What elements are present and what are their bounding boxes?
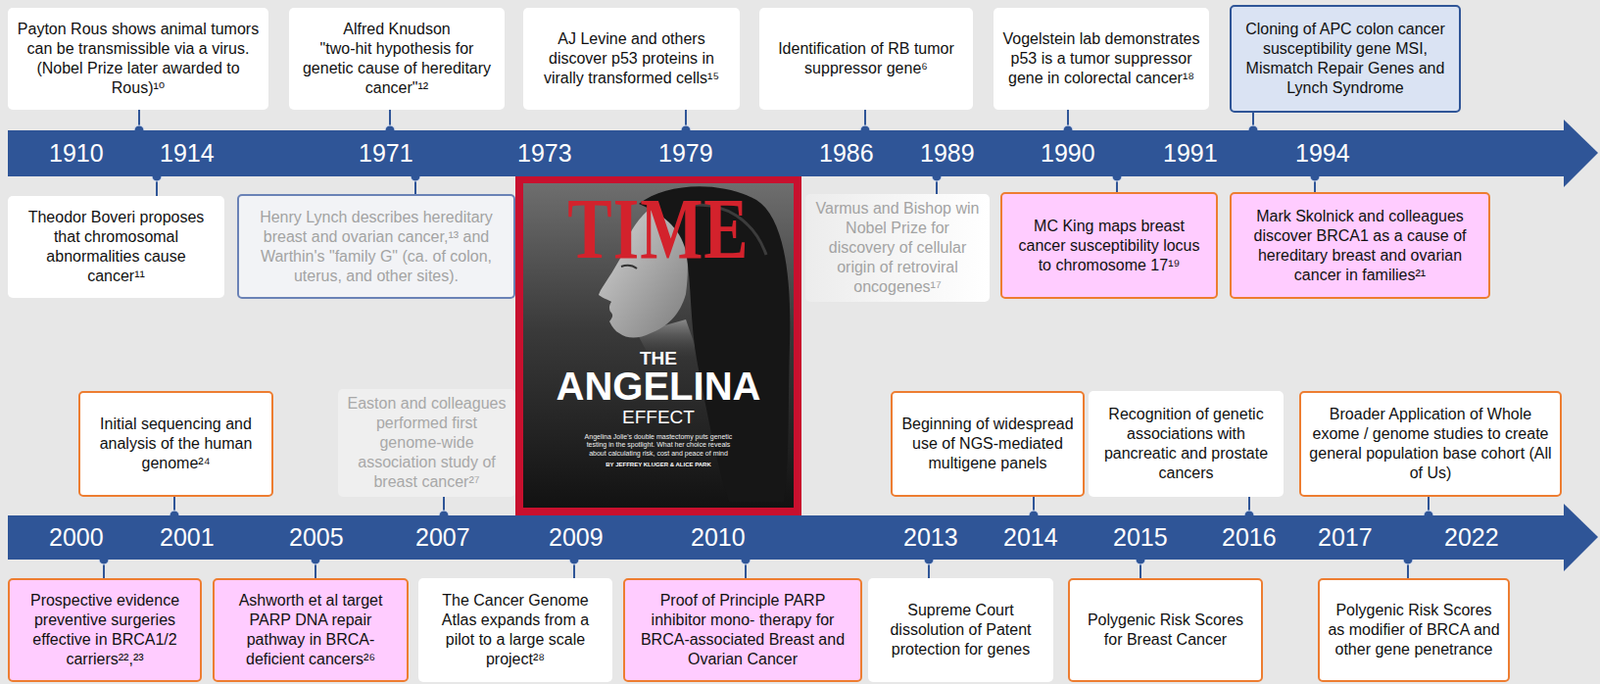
cover-subtitle: Angelina Jolie's double mastectomy puts … [580, 433, 737, 458]
year-label: 1910 [48, 141, 104, 166]
year-label: 2016 [1221, 525, 1277, 550]
event-box: Broader Application of Whole exome / gen… [1299, 390, 1562, 497]
event-box: Payton Rous shows animal tumors can be t… [7, 7, 269, 110]
event-box: Proof of Principle PARP inhibitor mono- … [623, 578, 863, 682]
event-box: Varmus and Bishop win Nobel Prize for di… [805, 193, 990, 302]
year-label: 1979 [658, 141, 714, 166]
cover-frame [515, 175, 802, 516]
event-box: Ashworth et al target PARP DNA repair pa… [212, 578, 409, 682]
event-box: Polygenic Risk Scores as modifier of BRC… [1317, 578, 1510, 682]
event-box: Supreme Court dissolution of Patent prot… [868, 578, 1054, 682]
event-text: Broader Application of Whole exome / gen… [1309, 404, 1552, 484]
event-text: Mark Skolnick and colleagues discover BR… [1239, 206, 1481, 286]
event-box: Mark Skolnick and colleagues discover BR… [1229, 192, 1491, 299]
event-text: Identification of RB tumor suppressor ge… [767, 39, 966, 79]
timeline-bar: 2000 2001 2005 2007 2009 2010 2013 2014 2015 2016… [7, 515, 1568, 560]
event-text: Payton Rous shows animal tumors can be t… [15, 19, 261, 98]
year-label: 2015 [1113, 525, 1168, 550]
event-box: Theodor Boveri proposes that chromosomal… [7, 195, 225, 298]
year-label: 2014 [1003, 525, 1059, 550]
event-text: Varmus and Bishop win Nobel Prize for di… [813, 198, 982, 297]
event-box: Beginning of widespread use of NGS-media… [890, 390, 1085, 497]
cover-photo [523, 183, 794, 508]
event-box: Vogelstein lab demonstrates p53 is a tum… [993, 7, 1210, 110]
event-text: Theodor Boveri proposes that chromosomal… [15, 207, 217, 287]
timeline-arrowhead [1563, 503, 1599, 572]
event-box: Polygenic Risk Scores for Breast Cancer [1067, 578, 1263, 682]
event-text: Proof of Principle PARP inhibitor mono- … [632, 590, 853, 670]
event-text: The Cancer Genome Atlas expands from a p… [426, 590, 605, 670]
cover-byline: BY JEFFREY KLUGER & ALICE PARK [523, 461, 794, 468]
year-label: 2010 [690, 525, 746, 550]
year-label: 2001 [159, 525, 215, 550]
event-box: Henry Lynch describes hereditary breast … [237, 193, 516, 299]
year-label: 2013 [903, 525, 959, 550]
event-text: Polygenic Risk Scores as modifier of BRC… [1327, 600, 1501, 660]
event-text: Cloning of APC colon cancer susceptibili… [1239, 19, 1452, 98]
event-text: Vogelstein lab demonstrates p53 is a tum… [1001, 29, 1202, 89]
event-text: Supreme Court dissolution of Patent prot… [875, 600, 1046, 660]
event-box: Recognition of genetic associations with… [1088, 390, 1284, 497]
magazine-masthead: TIME [523, 185, 794, 272]
event-text: Prospective evidence preventive surgerie… [17, 590, 193, 670]
year-label: 2009 [548, 525, 604, 550]
year-label: 1971 [358, 141, 414, 166]
event-box: MC King maps breast cancer susceptibilit… [1000, 192, 1218, 299]
timeline-bar: 1910 1914 1971 1973 1979 1986 1989 1990 1991 1994 [7, 130, 1568, 177]
cover-headline: ANGELINA [523, 366, 794, 406]
year-label: 1989 [920, 141, 975, 166]
year-label: 1990 [1040, 141, 1096, 166]
cover-headline: THE [523, 348, 794, 368]
year-label: 2017 [1317, 525, 1373, 550]
year-label: 1986 [819, 141, 874, 166]
event-box: Cloning of APC colon cancer susceptibili… [1229, 4, 1461, 113]
event-box: Alfred Knudson"two-hit hypothesis for ge… [289, 7, 505, 110]
year-label: 2005 [289, 525, 344, 550]
event-box: Easton and colleagues performed first ge… [338, 388, 516, 497]
cover-headline: EFFECT [523, 407, 794, 427]
event-heading: Alfred Knudson [342, 19, 450, 40]
year-label: 2000 [48, 525, 104, 550]
magazine-cover [515, 175, 802, 516]
event-text: Easton and colleagues performed first ge… [345, 393, 508, 492]
event-box: AJ Levine and others discover p53 protei… [523, 7, 740, 110]
event-box: Identification of RB tumor suppressor ge… [759, 7, 973, 110]
year-label: 1973 [517, 141, 573, 166]
timeline-arrowhead [1563, 119, 1599, 188]
year-label: 2022 [1444, 525, 1500, 550]
year-label: 1991 [1163, 141, 1218, 166]
event-text: Ashworth et al target PARP DNA repair pa… [222, 590, 399, 670]
event-text: Recognition of genetic associations with… [1096, 404, 1276, 484]
year-label: 1914 [159, 141, 215, 166]
event-text: Initial sequencing and analysis of the h… [88, 414, 264, 474]
event-text: AJ Levine and others discover p53 protei… [531, 29, 732, 89]
event-text: Henry Lynch describes hereditary breast … [246, 207, 506, 287]
event-text: MC King maps breast cancer susceptibilit… [1010, 216, 1209, 276]
event-text: "two-hit hypothesis for genetic cause of… [296, 39, 497, 98]
event-box: The Cancer Genome Atlas expands from a p… [418, 578, 613, 682]
event-box: Initial sequencing and analysis of the h… [78, 390, 274, 497]
event-text: Polygenic Risk Scores for Breast Cancer [1077, 610, 1254, 650]
event-box: Prospective evidence preventive surgerie… [7, 578, 202, 682]
year-label: 1994 [1295, 141, 1351, 166]
year-label: 2007 [415, 525, 471, 550]
event-text: Beginning of widespread use of NGS-media… [900, 414, 1075, 474]
